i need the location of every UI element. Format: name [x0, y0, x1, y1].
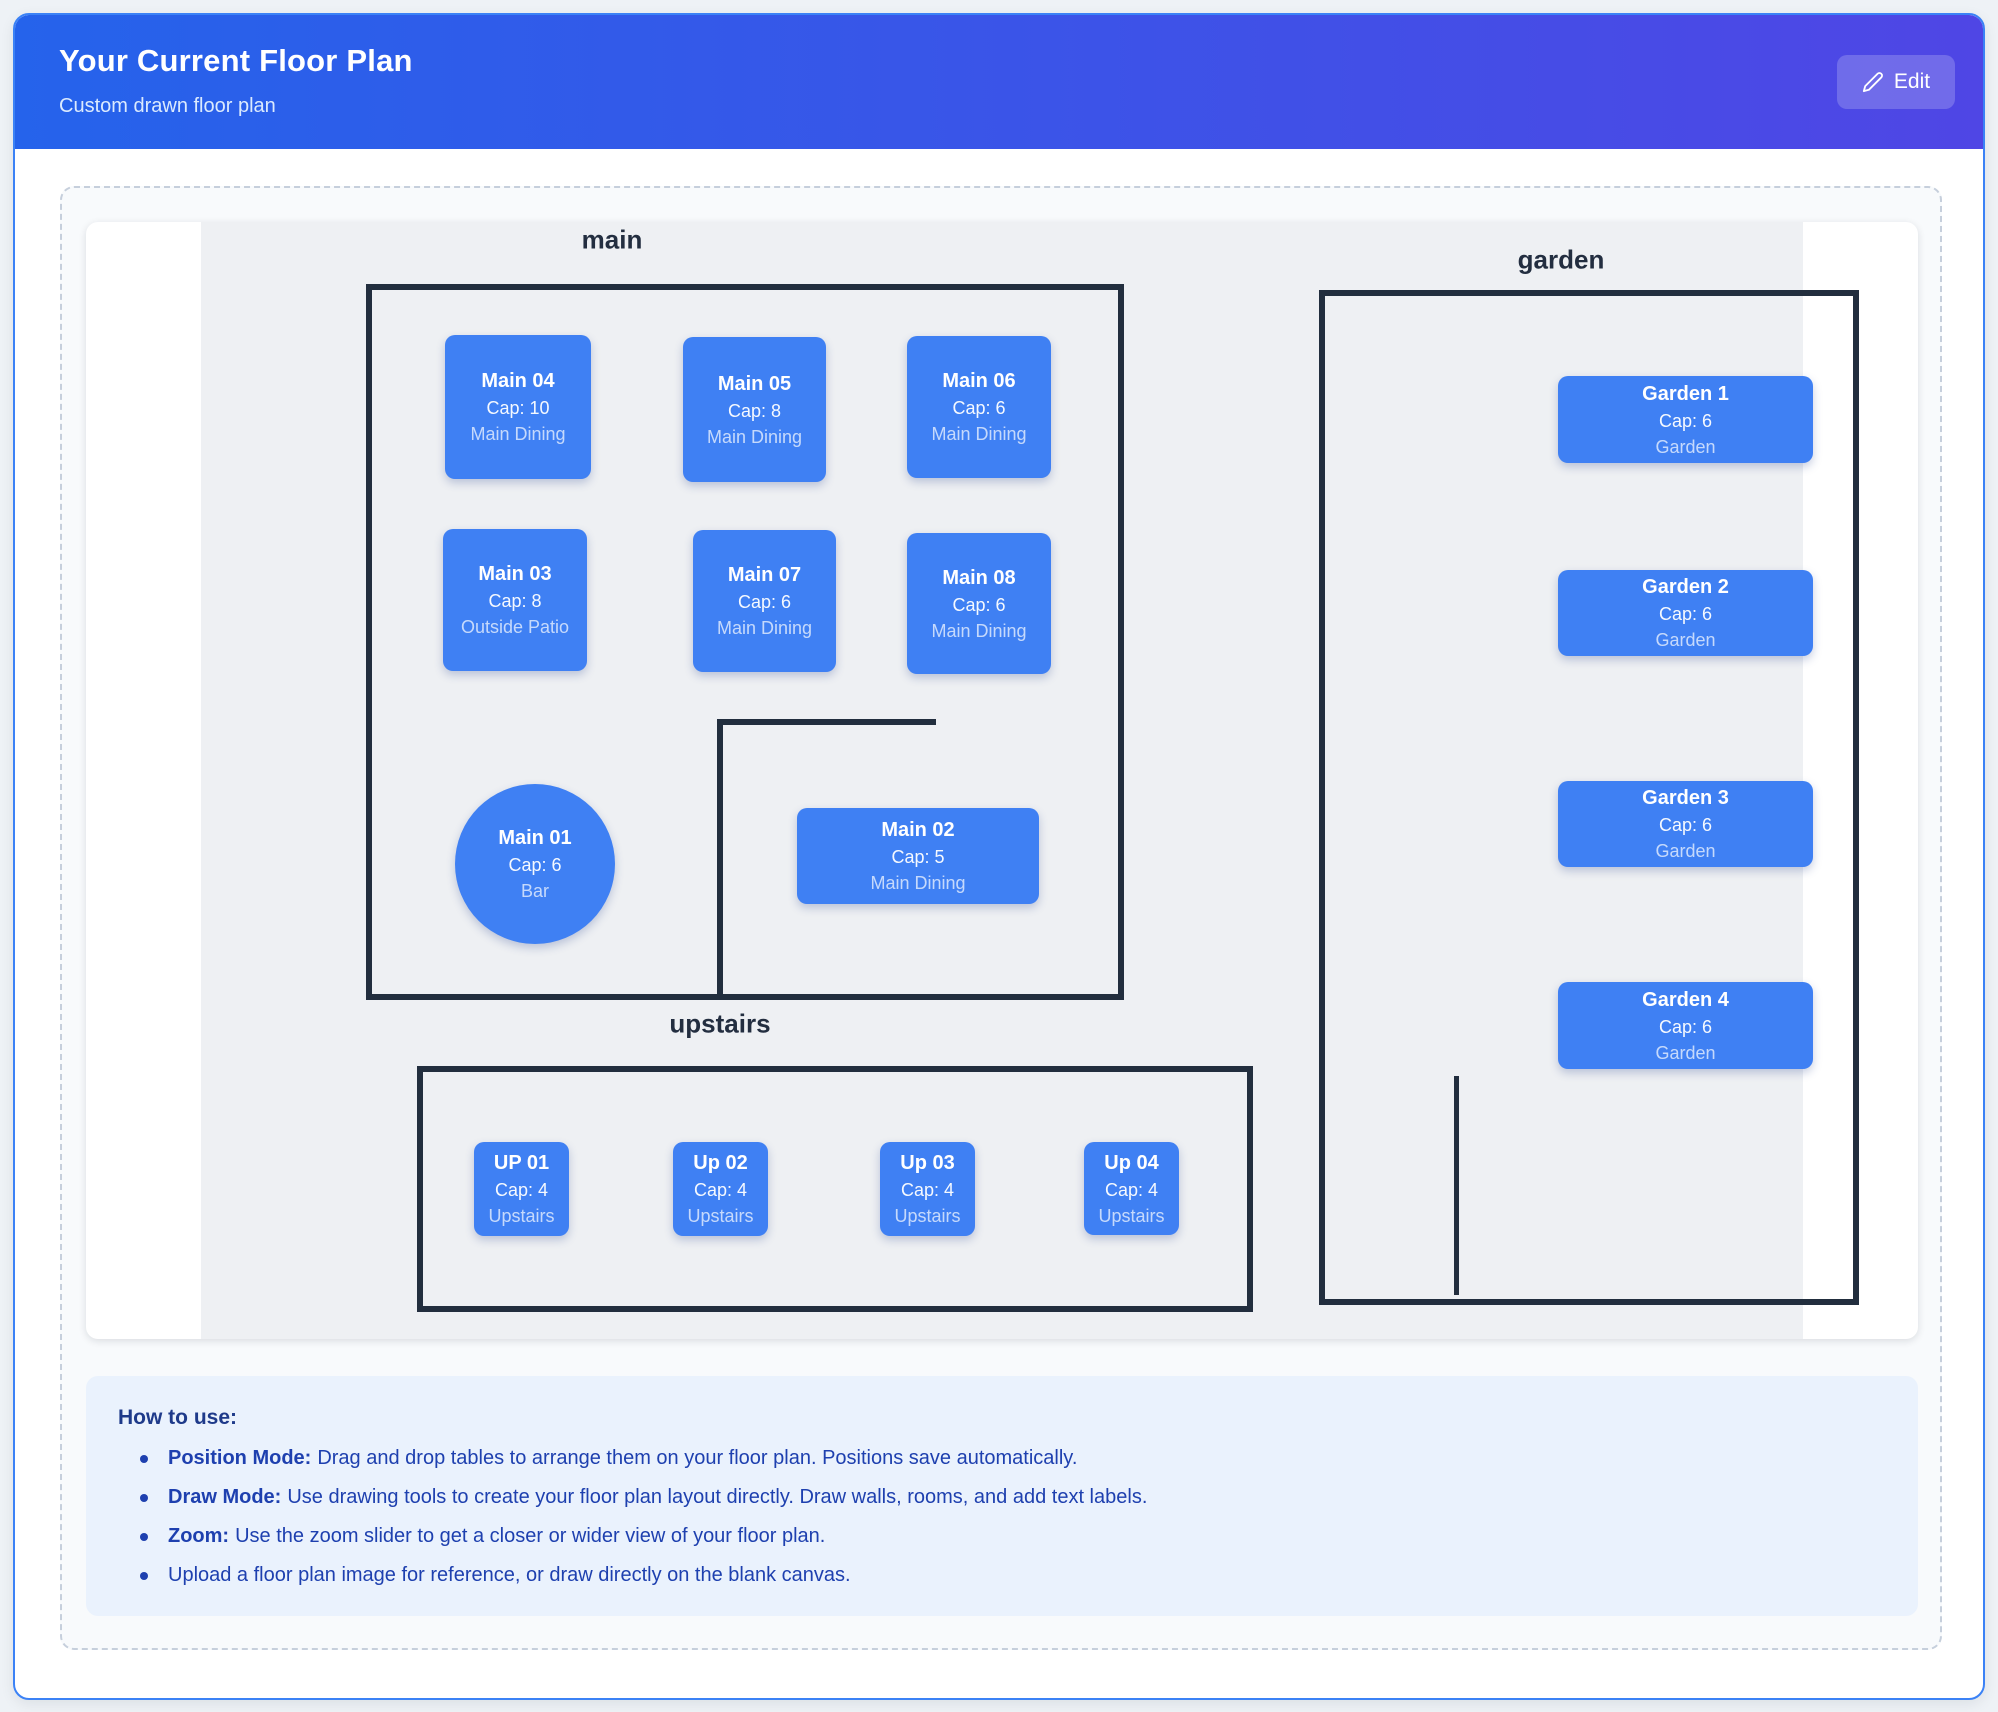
table-up-03-name: Up 03	[900, 1152, 955, 1174]
howto-bullet-3: Zoom:Use the zoom slider to get a closer…	[118, 1524, 1886, 1549]
table-garden-2-zone: Garden	[1655, 630, 1716, 650]
table-up-04[interactable]: Up 04 Cap: 4 Upstairs	[1084, 1142, 1179, 1235]
table-main-07[interactable]: Main 07 Cap: 6 Main Dining	[693, 530, 836, 672]
table-garden-3-name: Garden 3	[1642, 787, 1729, 809]
table-up-03-zone: Upstairs	[894, 1206, 961, 1226]
wall-main-divider-vertical	[717, 719, 723, 1000]
room-label-upstairs: upstairs	[669, 1008, 771, 1039]
table-main-06-cap: Cap: 6	[952, 398, 1006, 418]
table-main-01-name: Main 01	[498, 827, 572, 849]
page-subtitle: Custom drawn floor plan	[59, 95, 276, 117]
table-garden-2[interactable]: Garden 2 Cap: 6 Garden	[1558, 570, 1813, 656]
edit-button-label: Edit	[1893, 70, 1931, 93]
table-up-01-zone: Upstairs	[488, 1206, 555, 1226]
howto-list: Position Mode:Drag and drop tables to ar…	[118, 1446, 1886, 1588]
table-garden-1-cap: Cap: 6	[1658, 410, 1713, 431]
table-main-08-name: Main 08	[942, 566, 1016, 589]
table-garden-4[interactable]: Garden 4 Cap: 6 Garden	[1558, 982, 1813, 1069]
table-main-03-zone: Outside Patio	[460, 617, 570, 637]
table-main-04-cap: Cap: 10	[486, 398, 550, 418]
table-main-04-zone: Main Dining	[470, 424, 566, 444]
wall-main-divider-horizontal	[717, 719, 936, 725]
table-main-08[interactable]: Main 08 Cap: 6 Main Dining	[907, 533, 1051, 674]
table-main-07-zone: Main Dining	[716, 618, 813, 638]
bullet-dot-icon	[140, 1494, 148, 1502]
table-garden-2-cap: Cap: 6	[1658, 604, 1713, 624]
table-main-03-cap: Cap: 8	[488, 591, 542, 611]
table-up-02-zone: Upstairs	[687, 1206, 754, 1226]
table-garden-1-zone: Garden	[1655, 436, 1716, 457]
table-up-01[interactable]: UP 01 Cap: 4 Upstairs	[474, 1142, 569, 1236]
floor-plan-card: Your Current Floor Plan Custom drawn flo…	[13, 13, 1985, 1700]
table-main-07-cap: Cap: 6	[737, 592, 792, 612]
table-up-04-cap: Cap: 4	[1104, 1179, 1159, 1200]
table-garden-4-zone: Garden	[1655, 1042, 1716, 1063]
wall-garden-divider-vertical	[1454, 1076, 1459, 1295]
table-main-07-name: Main 07	[727, 564, 802, 586]
room-upstairs	[417, 1066, 1253, 1312]
table-main-08-cap: Cap: 6	[952, 594, 1006, 615]
table-main-03[interactable]: Main 03 Cap: 8 Outside Patio	[443, 529, 587, 671]
table-up-02[interactable]: Up 02 Cap: 4 Upstairs	[673, 1142, 768, 1236]
room-main	[366, 284, 1124, 1000]
table-up-02-cap: Cap: 4	[693, 1180, 748, 1200]
table-main-05-cap: Cap: 8	[727, 400, 782, 421]
table-main-02-zone: Main Dining	[870, 873, 966, 893]
room-garden	[1319, 290, 1859, 1305]
pencil-icon	[1862, 71, 1884, 93]
table-main-04-name: Main 04	[481, 370, 555, 392]
table-garden-2-name: Garden 2	[1642, 576, 1729, 598]
room-label-garden: garden	[1517, 244, 1605, 275]
table-main-05-name: Main 05	[717, 372, 792, 395]
table-main-05[interactable]: Main 05 Cap: 8 Main Dining	[683, 337, 826, 482]
table-up-04-zone: Upstairs	[1098, 1205, 1165, 1226]
table-main-01-cap: Cap: 6	[508, 855, 562, 875]
bullet-dot-icon	[140, 1455, 148, 1463]
table-main-05-zone: Main Dining	[706, 426, 803, 447]
table-garden-1-name: Garden 1	[1642, 382, 1729, 405]
table-garden-3-cap: Cap: 6	[1658, 815, 1713, 835]
table-up-01-name: UP 01	[493, 1152, 550, 1174]
table-main-01[interactable]: Main 01 Cap: 6 Bar	[455, 784, 615, 944]
table-main-01-zone: Bar	[520, 881, 549, 901]
table-main-04[interactable]: Main 04 Cap: 10 Main Dining	[445, 335, 591, 479]
howto-title: How to use:	[118, 1406, 237, 1429]
table-main-06-zone: Main Dining	[931, 424, 1027, 444]
table-main-06[interactable]: Main 06 Cap: 6 Main Dining	[907, 336, 1051, 478]
card-header: Your Current Floor Plan Custom drawn flo…	[15, 15, 1983, 149]
table-garden-3-zone: Garden	[1655, 841, 1716, 861]
table-garden-1[interactable]: Garden 1 Cap: 6 Garden	[1558, 376, 1813, 463]
table-up-03[interactable]: Up 03 Cap: 4 Upstairs	[880, 1142, 975, 1236]
bullet-dot-icon	[140, 1533, 148, 1541]
edit-button[interactable]: Edit	[1837, 55, 1955, 109]
table-garden-4-cap: Cap: 6	[1658, 1016, 1713, 1037]
table-garden-3[interactable]: Garden 3 Cap: 6 Garden	[1558, 781, 1813, 867]
table-main-02[interactable]: Main 02 Cap: 5 Main Dining	[797, 808, 1039, 904]
table-main-02-cap: Cap: 5	[891, 847, 945, 867]
howto-bullet-2: Draw Mode:Use drawing tools to create yo…	[118, 1485, 1886, 1510]
table-up-02-name: Up 02	[693, 1152, 748, 1174]
page-title: Your Current Floor Plan	[59, 43, 413, 78]
room-label-main: main	[581, 224, 643, 255]
howto-panel: How to use: Position Mode:Drag and drop …	[86, 1376, 1918, 1616]
table-up-03-cap: Cap: 4	[900, 1180, 955, 1200]
howto-bullet-1: Position Mode:Drag and drop tables to ar…	[118, 1446, 1886, 1471]
table-main-08-zone: Main Dining	[931, 620, 1027, 641]
bullet-dot-icon	[140, 1572, 148, 1580]
table-main-06-name: Main 06	[942, 370, 1016, 392]
table-up-04-name: Up 04	[1104, 1151, 1159, 1174]
table-up-01-cap: Cap: 4	[494, 1180, 549, 1200]
table-garden-4-name: Garden 4	[1642, 988, 1729, 1011]
table-main-02-name: Main 02	[881, 819, 955, 841]
table-main-03-name: Main 03	[478, 563, 552, 585]
howto-bullet-4: Upload a floor plan image for reference,…	[118, 1563, 1886, 1588]
